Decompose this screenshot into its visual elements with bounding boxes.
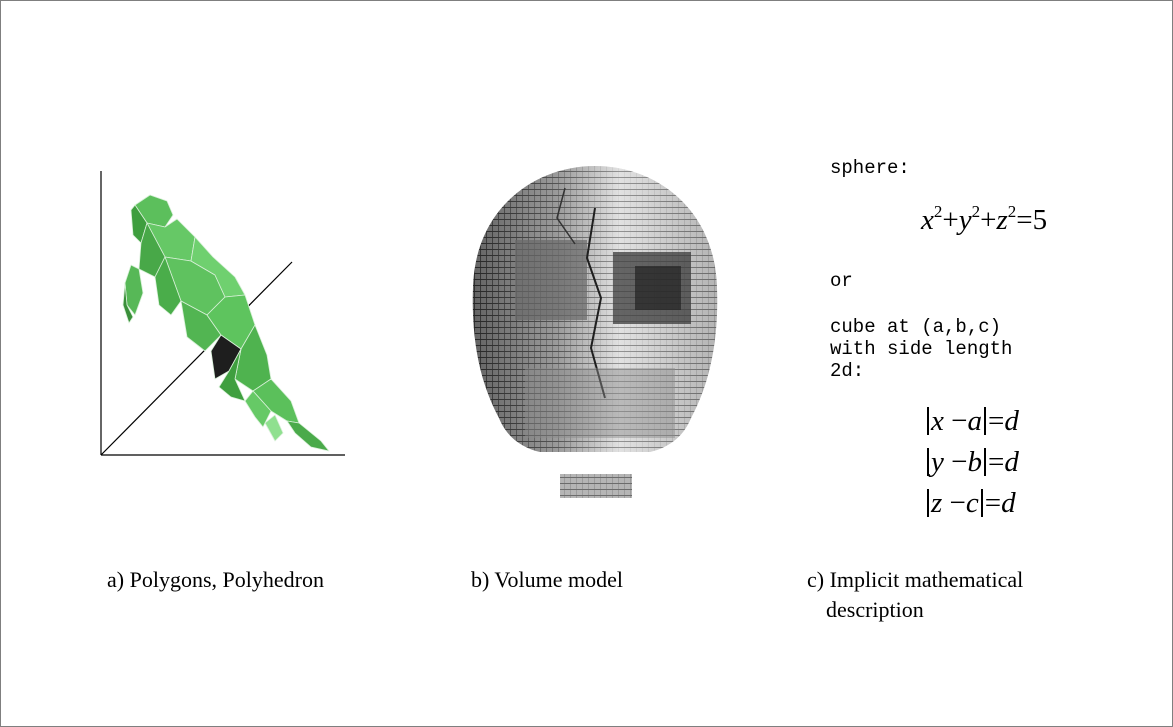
cube-description-line-3: 2d: (830, 360, 865, 382)
cube-equation-y: y −b=d (925, 445, 1019, 479)
polyhedron-illustration (100, 171, 345, 456)
polyhedron-panel (95, 165, 350, 465)
volume-model-illustration (472, 166, 718, 498)
diagonal-axis (100, 261, 293, 456)
green-polyhedron (122, 194, 330, 452)
cube-equation-z: z −c=d (925, 486, 1016, 520)
sphere-label: sphere: (830, 157, 910, 179)
caption-volume-model: b) Volume model (471, 567, 623, 592)
cube-equation-x: x −a=d (925, 404, 1019, 438)
caption-polygons: a) Polygons, Polyhedron (107, 567, 324, 592)
voxel-skull (472, 166, 718, 498)
caption-implicit-line-2: description (826, 597, 924, 622)
volume-model-panel (445, 148, 745, 508)
cube-description-line-2: with side length (830, 338, 1013, 360)
caption-implicit-line-1: c) Implicit mathematical (807, 567, 1024, 592)
cube-description-line-1: cube at (a,b,c) (830, 316, 1002, 338)
or-label: or (830, 270, 853, 292)
sphere-equation: x2+y2+z2=5 (921, 202, 1048, 236)
